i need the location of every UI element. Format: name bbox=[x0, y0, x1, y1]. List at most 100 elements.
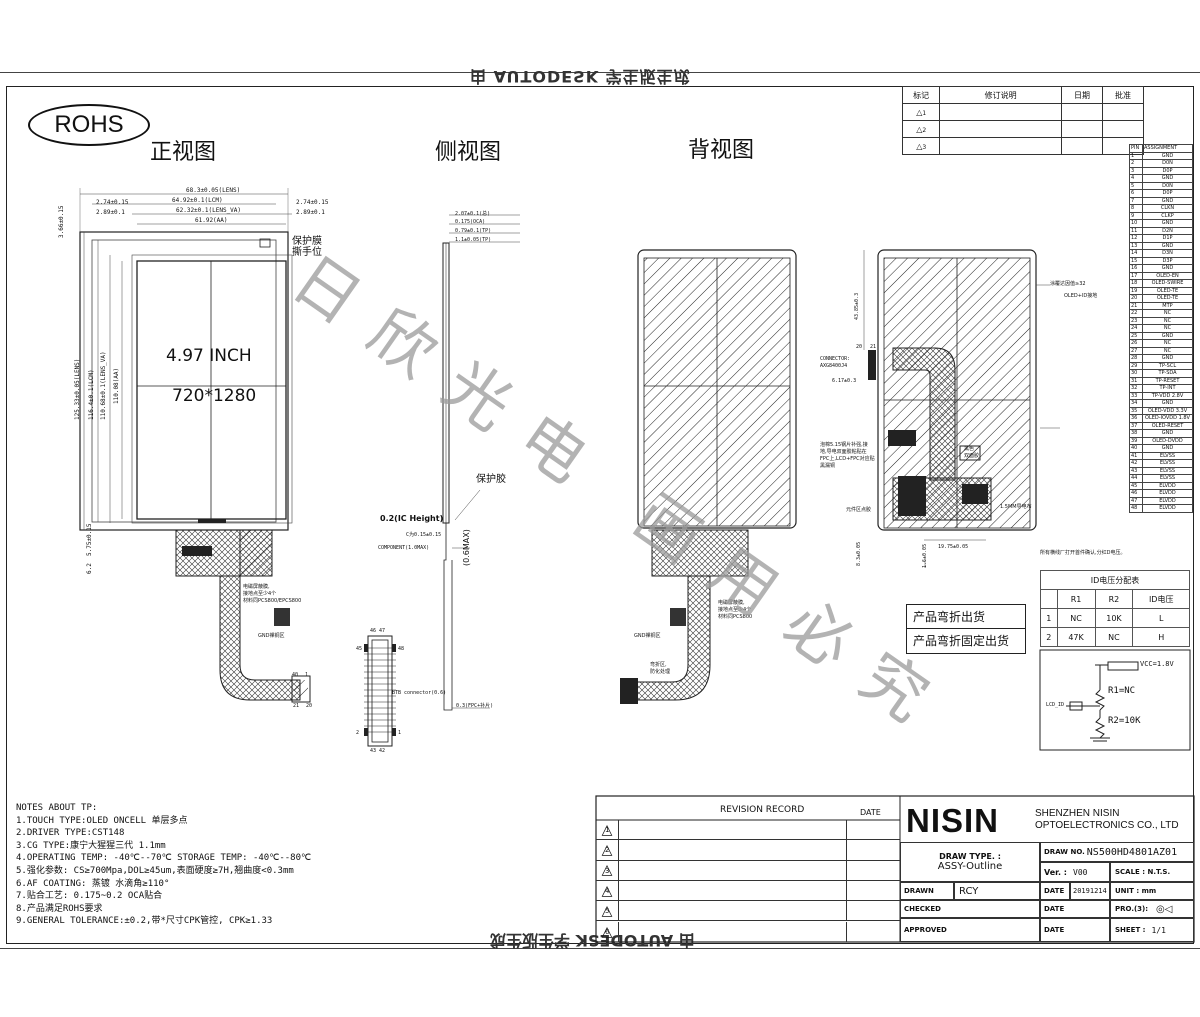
pin-assignment: ELVDD bbox=[1142, 496, 1193, 505]
pin-number: 8 bbox=[1129, 204, 1143, 213]
pin-assignment: NC bbox=[1142, 324, 1193, 333]
pin-number: 1 bbox=[1129, 151, 1143, 160]
id-table-h2: R2 bbox=[1094, 589, 1134, 609]
rohs-logo: ROHS bbox=[28, 104, 150, 146]
conn-pin-43-42: 43 42 bbox=[370, 748, 386, 754]
id-table-h3: ID电压 bbox=[1132, 589, 1190, 609]
revision-row: △2 bbox=[596, 840, 900, 861]
approved-label: APPROVED bbox=[900, 918, 1040, 942]
btb-connector-drawing bbox=[364, 635, 396, 747]
pin-assignment: GND bbox=[1142, 399, 1193, 408]
revision-divider bbox=[846, 921, 847, 942]
revision-record-title: REVISION RECORD bbox=[720, 805, 805, 815]
conn-pin-1: 1 bbox=[398, 730, 402, 736]
black-glue-label: 黑色 双面胶 bbox=[964, 446, 980, 459]
pin-assignment: D3N bbox=[1142, 249, 1193, 258]
pin-number: 23 bbox=[1129, 316, 1143, 325]
side-view-outline bbox=[442, 214, 520, 711]
revision-row: △4 bbox=[596, 880, 900, 902]
front-resolution-label: 720*1280 bbox=[172, 386, 257, 406]
pin-assignment: CLKN bbox=[1142, 204, 1193, 213]
pin-number: 25 bbox=[1129, 331, 1143, 340]
back-dim-4: 1.6±0.05 bbox=[922, 543, 928, 568]
pin-number: 16 bbox=[1129, 264, 1143, 273]
pin-assignment: OLED-IOVDD 1.8V bbox=[1142, 414, 1193, 423]
pin-number: 21 bbox=[1129, 301, 1143, 310]
pin-number: 26 bbox=[1129, 339, 1143, 348]
foam-note: 泡棉5.15钢片补强,接 地,导电双面胶粘贴在 FPC上,LCD+FPC对应贴 … bbox=[820, 442, 875, 469]
dim-bottom-1: 5.75±0.15 bbox=[86, 523, 93, 556]
protect-glue-label: 保护胶 bbox=[476, 474, 506, 485]
front-gnd-area: GND裸铜区 bbox=[258, 633, 285, 639]
bottom-rule bbox=[0, 948, 1200, 949]
pin-assignment: GND bbox=[1142, 264, 1193, 273]
pin-assignment: GND bbox=[1142, 429, 1193, 438]
dim-va-height: 110.68±0.1(LENS_VA) bbox=[100, 351, 107, 420]
pin-assignment: D0N bbox=[1142, 181, 1193, 190]
pin-number: 27 bbox=[1129, 346, 1143, 355]
pin-assignment: TP-RESET bbox=[1142, 376, 1193, 385]
front-pin-20: 20 bbox=[306, 703, 313, 709]
revision-record-date: DATE bbox=[860, 808, 881, 817]
revision-divider bbox=[846, 840, 847, 860]
triangle-icon: △6 bbox=[596, 921, 619, 942]
triangle-icon: △ bbox=[916, 107, 923, 117]
tp-notes: NOTES ABOUT TP: 1.TOUCH TYPE:OLED ONCELL… bbox=[16, 802, 311, 928]
id-r2-c1: 47K bbox=[1056, 627, 1096, 647]
rev-mark-3: △3 bbox=[901, 137, 941, 155]
dim-right-2: 2.89±0.1 bbox=[296, 209, 325, 216]
pin-assignment: NC bbox=[1142, 339, 1193, 348]
revision-divider bbox=[846, 901, 847, 921]
pin-assignment: GND bbox=[1142, 196, 1193, 205]
pin-number: 15 bbox=[1129, 256, 1143, 265]
side-view-title: 侧视图 bbox=[435, 140, 502, 165]
small-revision-table: 标记 修订说明 日期 批准 △1 △2 △3 bbox=[901, 86, 1145, 155]
dim-aa-height: 110.08(AA) bbox=[113, 367, 120, 404]
draw-type-label: DRAW TYPE. : bbox=[939, 852, 1001, 861]
id-r2-c3: H bbox=[1132, 627, 1190, 647]
pin-number: 42 bbox=[1129, 459, 1143, 468]
company-name-2: OPTOELECTRONICS CO., LTD bbox=[1035, 820, 1179, 831]
pin-table-note: 所有横线厂打开首件确认,分红D电压。 bbox=[1040, 550, 1126, 556]
revision-row: △5 bbox=[596, 901, 900, 922]
front-pin-1: 1 bbox=[305, 672, 309, 678]
side-dim-total: 2.07±0.1(总) bbox=[455, 211, 491, 217]
pin-number: 28 bbox=[1129, 354, 1143, 363]
note-line-3: 3.CG TYPE:康宁大猩猩三代 1.1mm bbox=[16, 840, 166, 851]
triangle-icon: △ bbox=[916, 124, 923, 134]
pin-number: 9 bbox=[1129, 211, 1143, 220]
rev-header-date: 日期 bbox=[1060, 86, 1103, 104]
pin-number: 31 bbox=[1129, 376, 1143, 385]
revision-mark-number: 1 bbox=[605, 826, 610, 834]
pin-number: 32 bbox=[1129, 384, 1143, 393]
pin-number: 43 bbox=[1129, 466, 1143, 475]
revision-divider bbox=[846, 880, 847, 901]
pin-number: 37 bbox=[1129, 421, 1143, 430]
top-rule bbox=[0, 72, 1200, 73]
conn-pin-45: 45 bbox=[356, 646, 363, 652]
pin-assignment: TP-VDD 2.8V bbox=[1142, 391, 1193, 400]
pin-assignment: ELVDD bbox=[1142, 489, 1193, 498]
pin-assignment: ELVSS bbox=[1142, 466, 1193, 475]
triangle-icon: △3 bbox=[596, 860, 619, 880]
pin-number: 5 bbox=[1129, 181, 1143, 190]
pin-number: 4 bbox=[1129, 174, 1143, 183]
back-view-title: 背视图 bbox=[688, 138, 755, 163]
pin-assignment: OLED-TE bbox=[1142, 286, 1193, 295]
rev-mark-1: △1 bbox=[901, 103, 941, 121]
pin-assignment: ELVDD bbox=[1142, 481, 1193, 490]
